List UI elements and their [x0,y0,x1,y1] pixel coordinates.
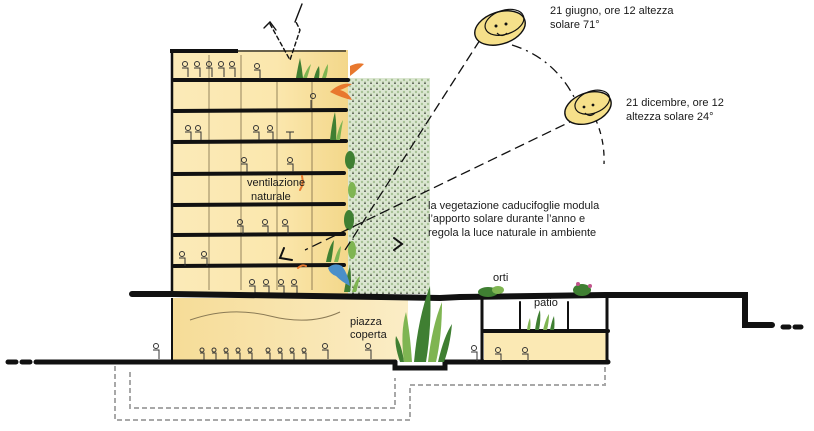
sun-winter-label-line1: 21 dicembre, ore 12 [626,97,724,109]
plaza-label-line1: piazza [350,316,382,328]
ventilation-label-line2: naturale [251,191,291,203]
sun-summer-label-line1: 21 giugno, ore 12 altezza [550,5,674,17]
patio-label: patio [534,297,558,309]
ground-people [153,343,529,361]
gardens-label: orti [493,272,509,284]
vegetation-note-line3: regola la luce naturale in ambiente [428,227,597,239]
sun-rays [304,39,605,251]
ground-line [5,359,611,371]
sun-summer-icon [474,8,526,46]
podium-roof-slab [129,291,463,302]
climbing-plants [344,151,356,259]
airflow-indicator-icon [297,175,307,269]
basement-outline [114,366,606,421]
patio-plants [527,310,555,330]
green-facade-panel [348,78,430,294]
vegetation-note-line1: la vegetazione caducifoglie modula [428,200,600,212]
occupants [179,61,316,294]
sun-summer-label-line2: solare 71° [550,19,600,31]
bird-orange-icon [330,63,364,100]
ventilation-label-line1: ventilazione [247,177,306,189]
plaza-label-line2: coperta [350,329,387,341]
terrace-plants [296,58,360,292]
vegetation-note-line2: l’apporto solare durante l’anno e [428,213,586,225]
right-building [457,292,804,364]
roof-gardens [478,282,592,297]
ray-arrowheads [278,237,404,261]
sun-winter-label-line2: altezza solare 24° [626,111,714,123]
floor-slabs [172,78,350,268]
plaza-plant [395,286,452,362]
airflow-arrow-icon [263,3,303,62]
sun-winter-icon [564,89,612,126]
bird-blue-icon [328,264,350,286]
